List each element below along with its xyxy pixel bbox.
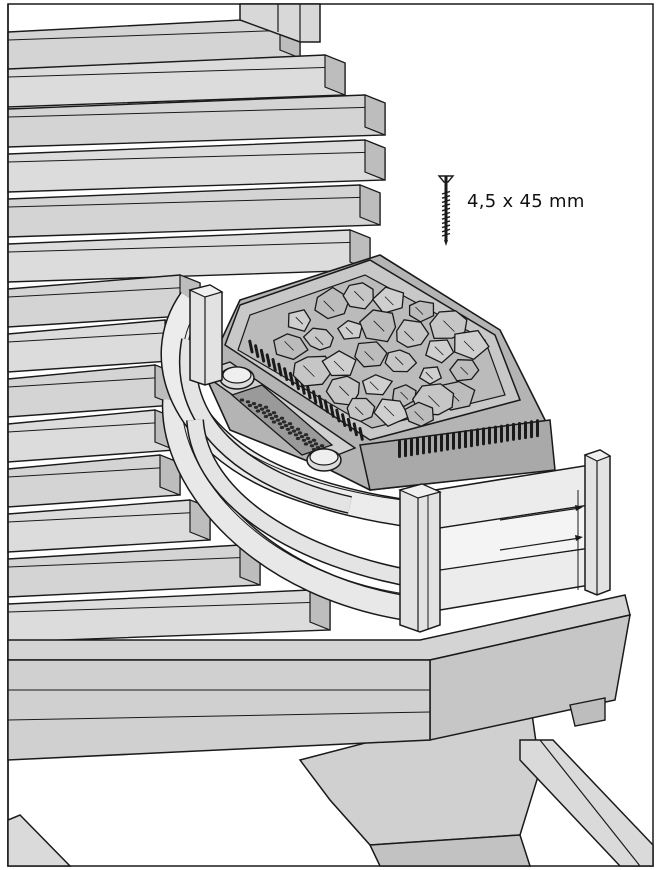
- floor-runners: [7, 739, 654, 867]
- wall-board: [7, 54, 346, 108]
- screw-spec-label: 4,5 x 45 mm: [467, 191, 585, 212]
- stone: [418, 366, 443, 385]
- stone: [396, 319, 430, 348]
- wall-board: [7, 499, 211, 553]
- guard-rail-right: [434, 464, 591, 611]
- heater-front-vents: [398, 419, 539, 458]
- wall-corner-post: [239, 3, 321, 43]
- stone: [273, 333, 309, 361]
- heater-control-knob-right[interactable]: [306, 448, 342, 472]
- bench-platform: [7, 594, 631, 761]
- heater-stand-base: [298, 699, 541, 867]
- stone: [354, 341, 388, 368]
- wall-board: [7, 94, 386, 148]
- heater-stones: [273, 282, 490, 427]
- stone: [384, 349, 418, 373]
- stone: [361, 374, 394, 396]
- stone: [321, 350, 357, 377]
- stone: [342, 282, 374, 310]
- stone: [358, 309, 397, 343]
- wall-panel-boards: [7, 4, 386, 866]
- wall-board: [7, 409, 176, 463]
- wood-screw-icon: [437, 175, 455, 246]
- stone: [429, 310, 468, 340]
- stone: [302, 327, 335, 351]
- stone: [404, 401, 434, 427]
- stone: [336, 319, 364, 340]
- stone: [454, 329, 490, 361]
- guard-post-back-left: [188, 284, 224, 386]
- guard-post-front-center: [398, 483, 442, 633]
- stone: [346, 397, 376, 422]
- guard-post-front-right: [583, 449, 612, 596]
- guard-rail-front: [160, 291, 422, 589]
- heater-control-knob-left[interactable]: [219, 366, 255, 390]
- wall-board: [7, 589, 331, 643]
- wall-board: [7, 139, 386, 193]
- guard-rail-back: [161, 397, 422, 623]
